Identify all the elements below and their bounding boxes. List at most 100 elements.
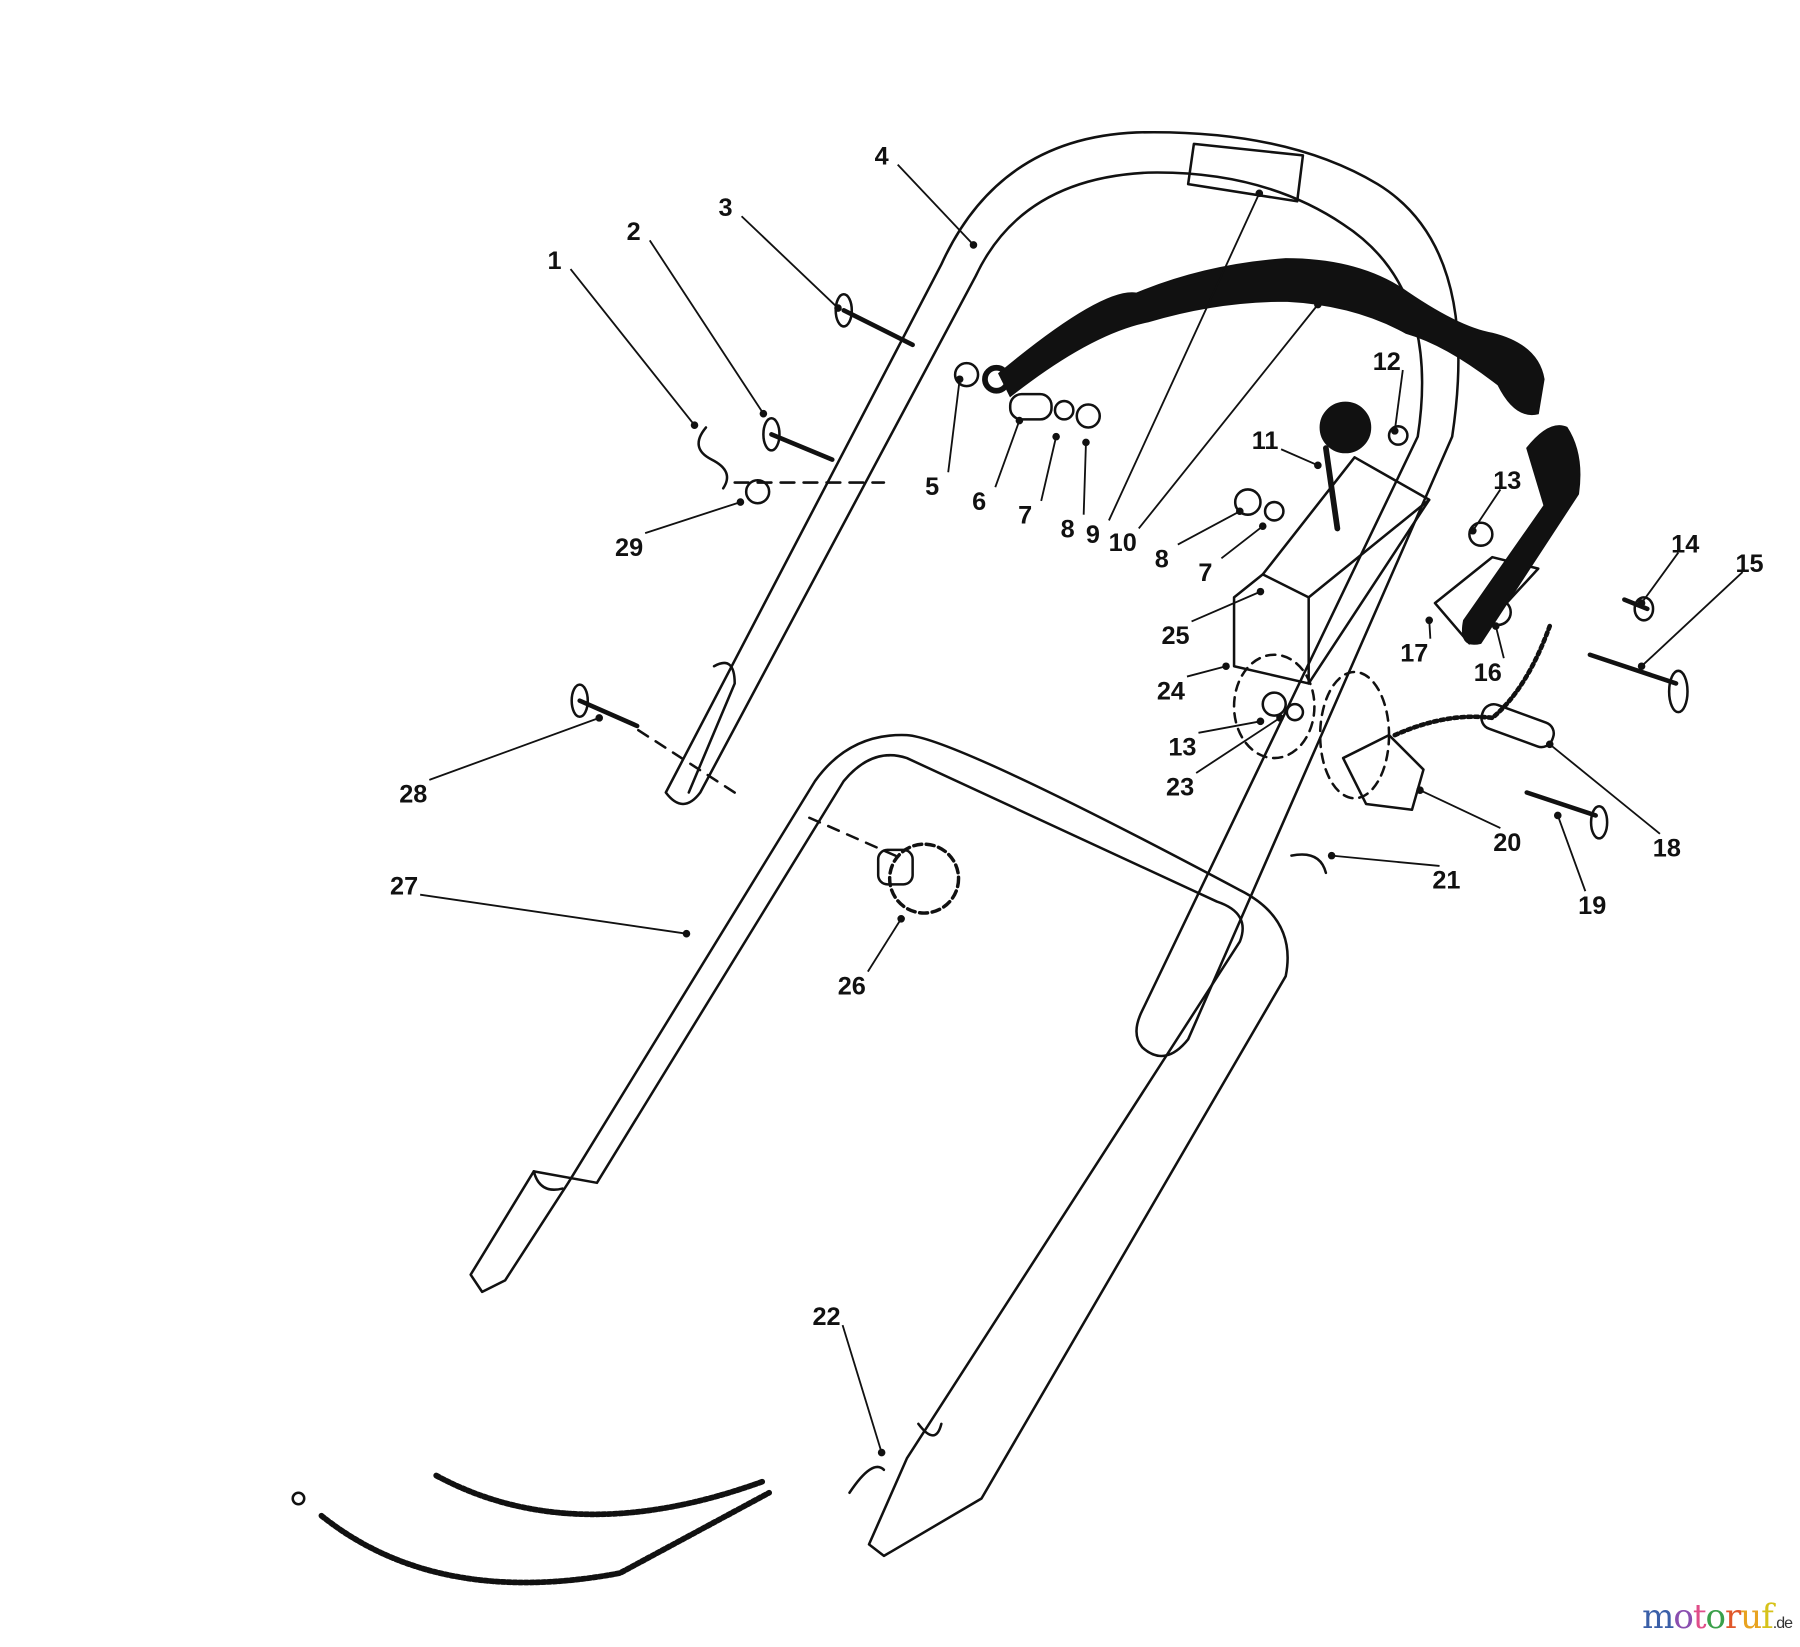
leader-dot <box>1327 851 1336 860</box>
leader-line <box>1195 717 1281 774</box>
callout-28: 28 <box>399 781 427 809</box>
leader-line <box>867 918 902 973</box>
grip-left <box>998 258 1545 416</box>
callout-4: 4 <box>875 142 889 170</box>
leader-line <box>1331 854 1440 867</box>
leader-dot <box>1222 662 1230 671</box>
callout-20: 20 <box>1493 829 1521 857</box>
leader-dot <box>1637 662 1646 671</box>
leader-dot <box>897 914 905 923</box>
leader-line <box>1177 510 1241 546</box>
leader-line <box>1108 192 1261 521</box>
leader-line <box>1494 625 1505 659</box>
leader-line <box>1393 369 1404 432</box>
callout-2: 2 <box>627 218 641 246</box>
callout-23: 23 <box>1166 774 1194 802</box>
leader-dot <box>1258 522 1267 530</box>
leader-line <box>1640 571 1744 667</box>
grip-right <box>1461 425 1581 645</box>
watermark-letter: t <box>1692 1597 1707 1637</box>
watermark-letter: o <box>1705 1597 1727 1637</box>
leader-dot <box>1255 189 1264 198</box>
watermark-letter: f <box>1761 1597 1774 1637</box>
callout-14: 14 <box>1671 530 1699 558</box>
watermark-letter: o <box>1673 1597 1694 1637</box>
leader-line <box>897 163 975 246</box>
leader-dot <box>1492 622 1500 630</box>
leader-line <box>1472 488 1502 532</box>
leader-dot <box>682 929 691 938</box>
callout-5: 5 <box>925 473 939 501</box>
leader-line <box>569 268 696 426</box>
leader-line <box>1138 304 1319 530</box>
leader-dot <box>595 714 604 722</box>
callout-21: 21 <box>1432 867 1460 895</box>
leader-dot <box>690 421 699 429</box>
callout-8: 8 <box>1061 515 1075 543</box>
lower-handle <box>469 733 1289 1558</box>
motoruf-watermark: motoruf.de <box>1642 1597 1793 1637</box>
callout-22: 22 <box>812 1303 840 1331</box>
callout-1: 1 <box>547 247 561 275</box>
leader-dot <box>759 409 768 418</box>
callout-13: 13 <box>1493 467 1521 495</box>
leader-dot <box>1553 811 1562 820</box>
leader-dot <box>1545 740 1554 749</box>
leader-line <box>644 501 741 534</box>
leader-line <box>947 379 961 473</box>
leader-line <box>994 420 1021 488</box>
callout-6: 6 <box>972 488 986 516</box>
leader-dot <box>1082 438 1090 447</box>
leader-dot <box>1052 432 1060 441</box>
watermark-letter: m <box>1642 1597 1674 1637</box>
leader-line <box>1198 720 1261 734</box>
handle-grip-plate <box>1186 142 1305 203</box>
upper-handle <box>664 130 1460 1058</box>
callout-24: 24 <box>1157 677 1185 705</box>
throttle-knob <box>1319 401 1372 454</box>
leader-line <box>841 1324 883 1453</box>
callout-18: 18 <box>1653 835 1681 863</box>
leader-dot <box>1469 526 1477 535</box>
leader-dot <box>1236 507 1244 516</box>
watermark-letter: u <box>1740 1597 1762 1637</box>
leader-dot <box>736 498 745 506</box>
leader-dot <box>1276 714 1284 722</box>
leader-line <box>1640 552 1680 604</box>
leader-dot <box>1314 461 1322 470</box>
callout-26: 26 <box>838 972 866 1000</box>
leader-dot <box>1390 427 1399 435</box>
callout-7: 7 <box>1018 502 1032 530</box>
callout-19: 19 <box>1578 892 1606 920</box>
leader-dot <box>1256 587 1265 596</box>
callout-7: 7 <box>1198 559 1212 587</box>
leader-dot <box>877 1448 886 1457</box>
leader-dot <box>1015 416 1024 425</box>
leader-dot <box>1256 717 1265 726</box>
callout-15: 15 <box>1735 550 1763 578</box>
leader-line <box>1280 448 1319 467</box>
leader-line <box>1191 590 1261 623</box>
leader-line <box>1082 442 1087 515</box>
leader-dot <box>1425 616 1433 625</box>
callout-11: 11 <box>1252 427 1279 455</box>
callout-9: 9 <box>1086 521 1100 549</box>
leader-line <box>740 215 839 309</box>
leader-dot <box>834 304 842 312</box>
leader-line <box>648 239 765 415</box>
callout-10: 10 <box>1109 529 1137 557</box>
callout-8: 8 <box>1155 545 1169 573</box>
leader-line <box>429 717 600 781</box>
leader-dot <box>1416 786 1424 794</box>
callout-13: 13 <box>1168 734 1196 762</box>
callout-29: 29 <box>615 534 643 562</box>
leader-dot <box>1314 300 1322 309</box>
leader-dot <box>1637 599 1646 607</box>
leader-line <box>1220 525 1264 560</box>
leader-line <box>1549 743 1661 835</box>
leader-line <box>420 893 687 935</box>
leader-line <box>1556 815 1587 892</box>
callout-12: 12 <box>1373 348 1401 376</box>
